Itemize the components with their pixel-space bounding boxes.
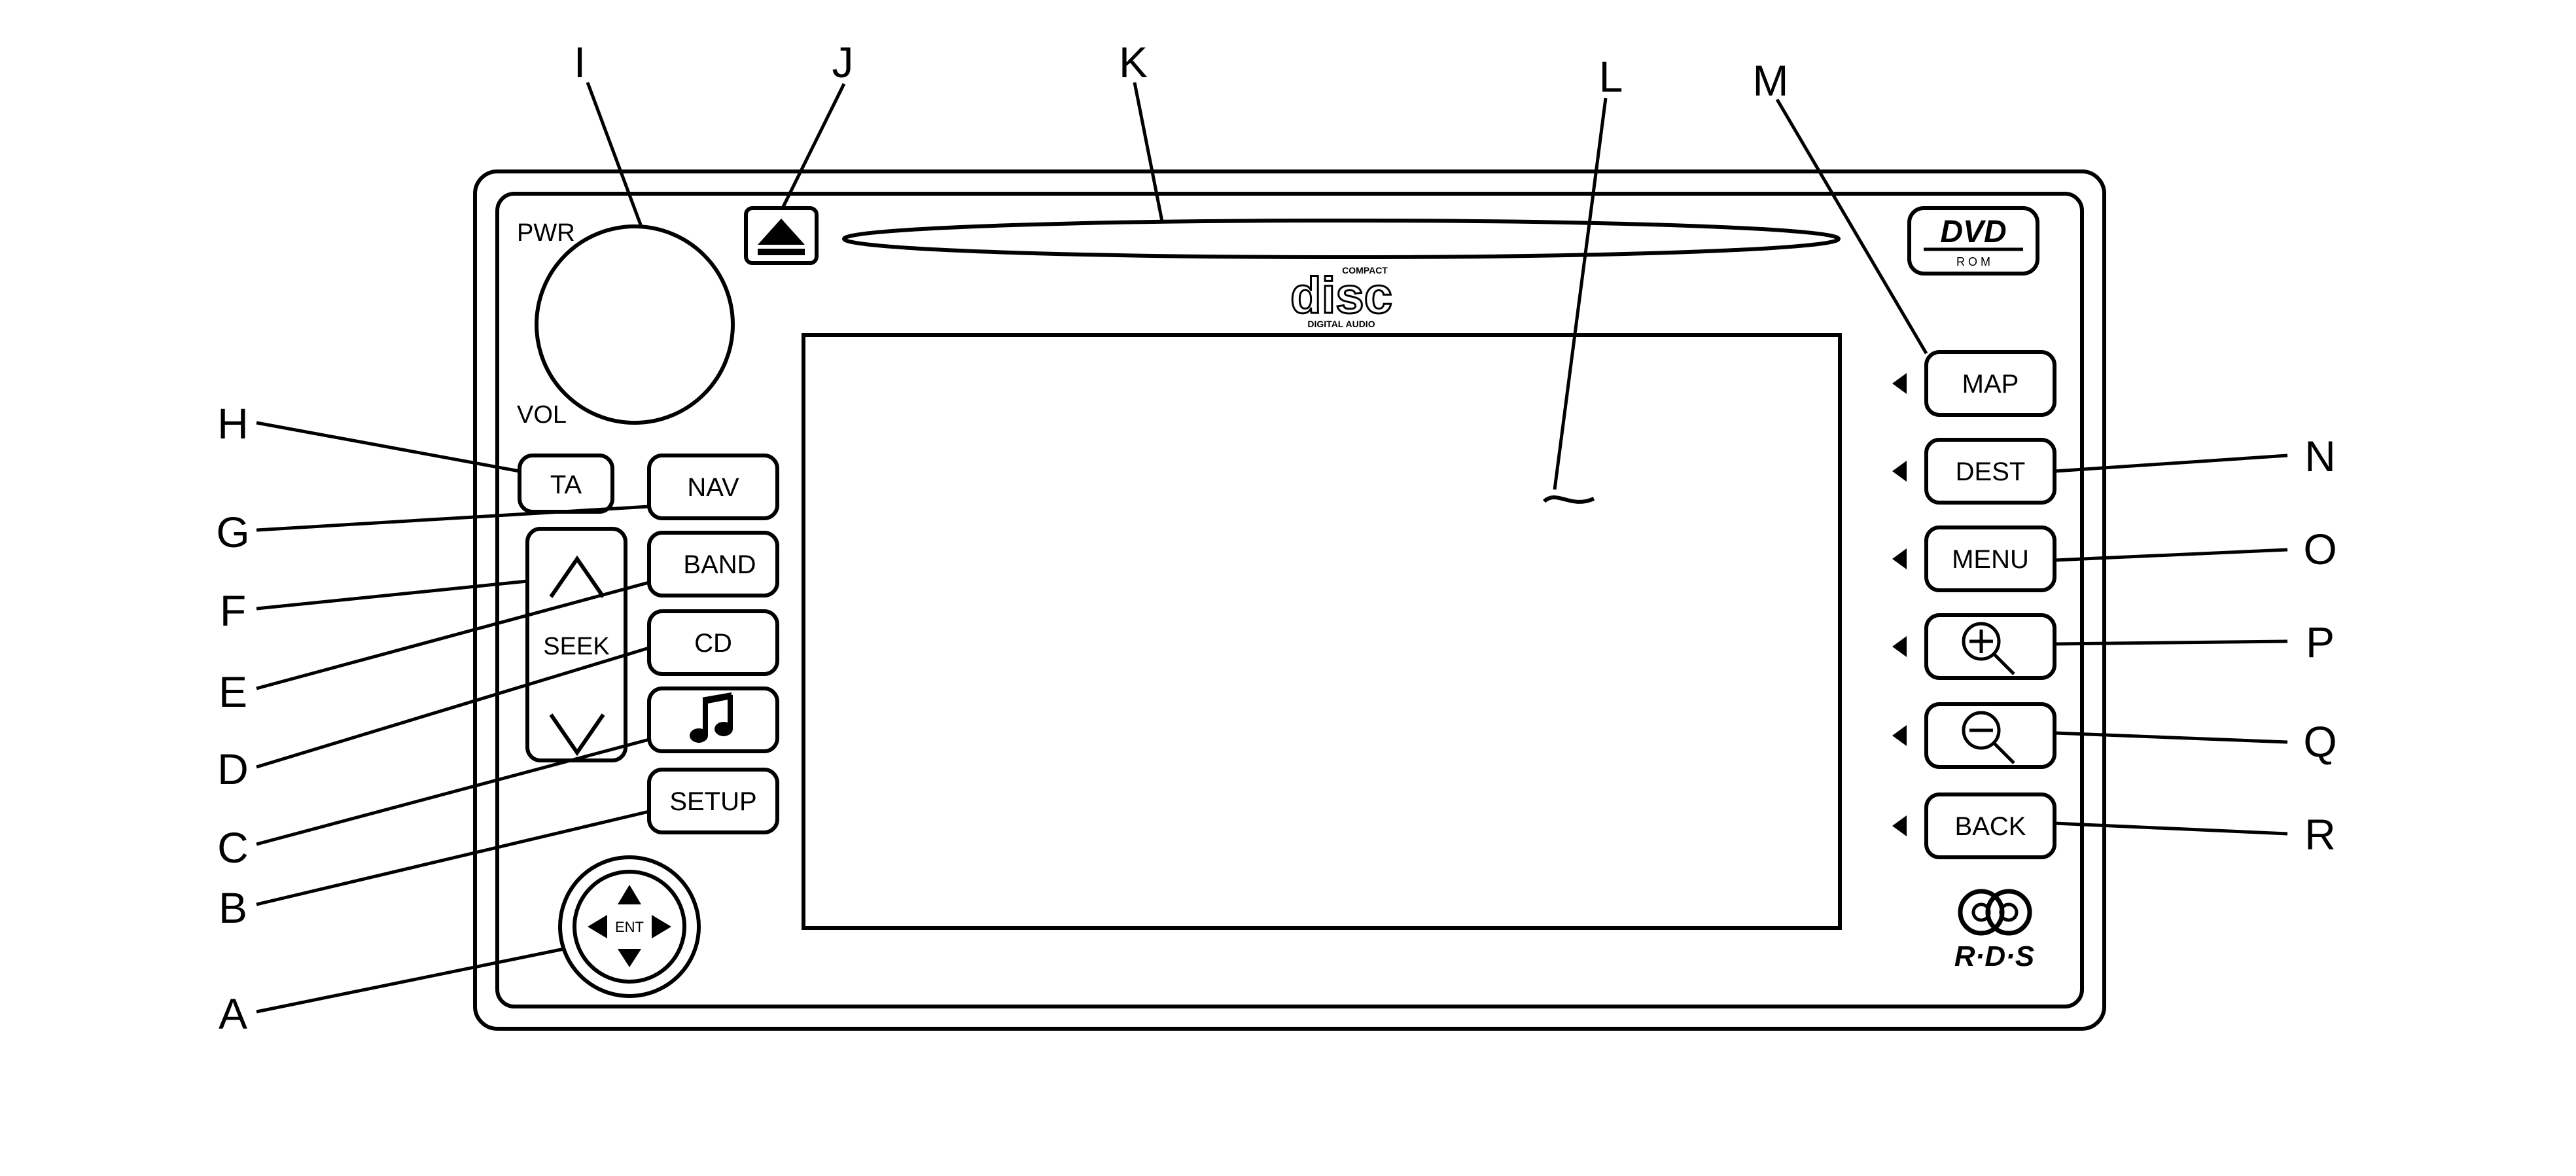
leader-a [256, 947, 565, 1014]
back-indicator [1892, 815, 1907, 836]
leader-d [256, 646, 650, 769]
eject-icon-bar [758, 249, 805, 255]
zoom-in-handle [1992, 652, 2015, 675]
leader-l [1553, 98, 1608, 490]
nav-button-label: NAV [687, 473, 739, 502]
menu-indicator [1892, 548, 1907, 569]
back-button-label: BACK [1955, 812, 2026, 841]
leader-j [781, 82, 846, 209]
callout-n: N [2304, 432, 2336, 480]
callout-h: H [217, 399, 249, 448]
cd-slot [842, 219, 1841, 259]
compact-disc-top-text: COMPACT [1342, 265, 1388, 276]
seek-label: SEEK [543, 633, 609, 660]
callout-i: I [574, 38, 586, 86]
zoom-out-button[interactable] [1924, 702, 2056, 769]
callout-m: M [1753, 56, 1789, 105]
callout-j: J [832, 38, 854, 86]
outer-bezel [473, 169, 2106, 1031]
rds-logo-dot-1 [1971, 902, 1991, 922]
screen-tilde [1542, 495, 1595, 504]
callout-l: L [1599, 52, 1623, 101]
rds-logo-dot-2 [1999, 902, 2019, 922]
inner-bezel [495, 192, 2084, 1008]
display-screen[interactable] [802, 333, 1842, 930]
callout-e: E [219, 668, 247, 716]
leader-r [2054, 821, 2288, 836]
leader-h [256, 421, 520, 473]
nav-button[interactable] [647, 454, 779, 520]
zoom-out-icon [1962, 711, 2001, 750]
zoom-in-icon [1962, 622, 2001, 661]
dvd-logo-sub: R O M [1956, 255, 1990, 268]
leader-o [2054, 548, 2288, 562]
zoom-out-handle [1992, 741, 2015, 764]
leader-f [256, 579, 528, 611]
map-button-label: MAP [1962, 370, 2019, 399]
callout-g: G [216, 508, 249, 556]
zoom-in-indicator [1892, 636, 1907, 657]
zoom-out-indicator [1892, 725, 1907, 746]
callout-d: D [217, 745, 249, 793]
joystick-left-arrow [588, 915, 607, 938]
band-button-label: BAND [683, 550, 756, 579]
callout-q: Q [2303, 717, 2337, 766]
callout-c: C [217, 823, 249, 872]
seek-up-icon [549, 555, 605, 598]
setup-button[interactable] [647, 768, 779, 834]
joystick-inner-ring[interactable] [573, 870, 686, 984]
dest-button-label: DEST [1956, 457, 2026, 486]
callout-k: K [1119, 38, 1148, 86]
back-button[interactable] [1924, 793, 2056, 859]
callout-r: R [2304, 810, 2336, 859]
callout-o: O [2303, 525, 2337, 573]
music-note-icon [690, 692, 733, 743]
rds-logo-text: R·D·S [1954, 940, 2034, 972]
music-button[interactable] [647, 686, 779, 753]
vol-label: VOL [517, 401, 567, 429]
leader-b [256, 810, 650, 906]
rds-logo-ring-2 [1985, 889, 2032, 936]
leader-c [256, 738, 650, 846]
cd-button[interactable] [647, 609, 779, 676]
compact-disc-bottom-text: DIGITAL AUDIO [1307, 319, 1375, 329]
leader-i [586, 82, 643, 227]
eject-icon [758, 219, 805, 245]
joystick-right-arrow [652, 915, 671, 938]
callout-f: F [220, 586, 246, 635]
eject-button[interactable] [744, 206, 819, 265]
setup-button-label: SETUP [669, 787, 756, 816]
band-button[interactable] [647, 531, 779, 597]
leader-g [256, 505, 650, 532]
power-volume-knob[interactable] [535, 224, 735, 425]
leader-k [1133, 82, 1164, 222]
ent-label: ENT [615, 919, 644, 935]
ta-button-label: TA [550, 471, 582, 499]
menu-button-label: MENU [1952, 545, 2029, 574]
seek-down-icon [549, 713, 605, 757]
cd-button-label: CD [694, 629, 732, 658]
map-button[interactable] [1924, 350, 2056, 417]
joystick-outer-ring[interactable] [558, 855, 701, 998]
callout-a: A [219, 989, 247, 1038]
leader-m [1775, 98, 1928, 355]
joystick-up-arrow [618, 885, 641, 904]
dvd-rom-logo [1907, 206, 2039, 276]
dest-indicator [1892, 461, 1907, 482]
leader-q [2054, 731, 2288, 744]
pwr-label: PWR [517, 219, 575, 247]
callout-b: B [219, 883, 247, 932]
leader-e [256, 580, 650, 690]
joystick-down-arrow [618, 949, 641, 967]
callout-p: P [2306, 618, 2335, 666]
map-indicator [1892, 373, 1907, 394]
leader-p [2054, 639, 2288, 646]
dvd-logo-text: DVD [1940, 215, 2006, 249]
leader-n [2054, 454, 2288, 473]
compact-disc-word: disc [1290, 266, 1392, 324]
zoom-in-button[interactable] [1924, 613, 2056, 680]
